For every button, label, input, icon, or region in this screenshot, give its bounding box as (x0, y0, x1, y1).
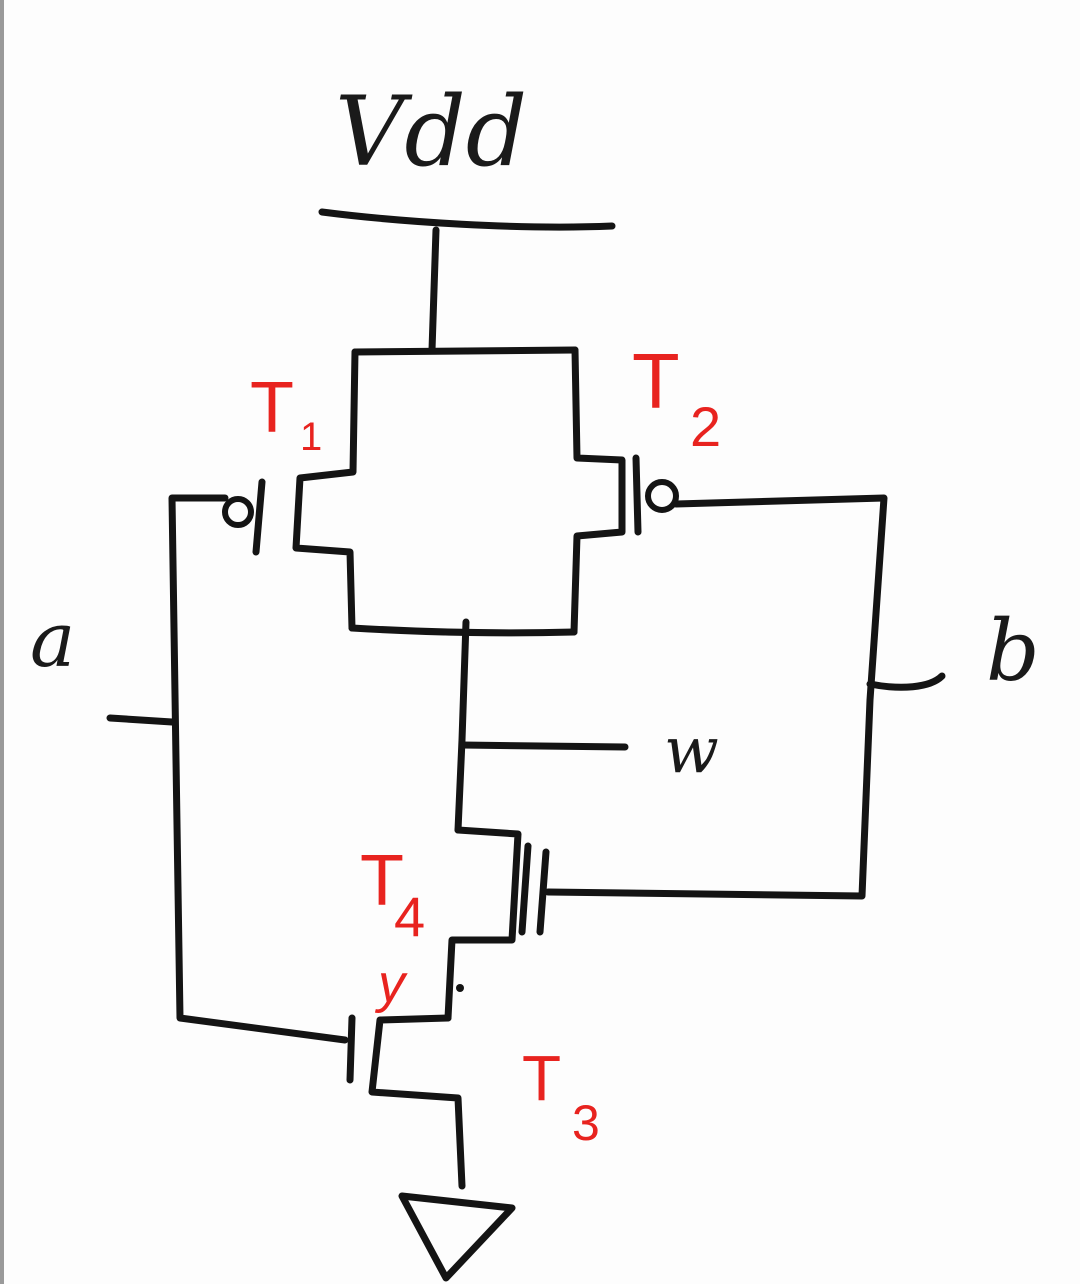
a-input-label: a (30, 595, 75, 684)
t3-channel (368, 1014, 466, 1190)
t1-gate-plate (252, 478, 266, 556)
t1-subscript: 1 (300, 415, 322, 459)
paper-left-edge (0, 0, 4, 1284)
t2-gate-plate (632, 454, 642, 536)
t2-subscript: 2 (690, 395, 721, 458)
t1-channel (292, 348, 359, 632)
t2-channel (570, 346, 626, 636)
t1-gate-bubble-icon (222, 496, 254, 528)
b-input-stub (866, 672, 946, 691)
w-output-label: w (664, 714, 719, 788)
vdd-rail (318, 208, 616, 231)
a-input-stub (106, 714, 176, 726)
b-input-label: b (986, 602, 1040, 700)
node-w-vertical-wire (454, 618, 470, 834)
pmos-bottom-bus (348, 624, 578, 637)
t1-label: T (250, 368, 294, 448)
t4-channel (444, 826, 522, 1022)
t4-gate-plate-inner (518, 842, 532, 936)
t2-label: T (632, 337, 680, 425)
t3-annotation: T 3 (522, 1042, 600, 1151)
vdd-drop-wire (428, 226, 440, 354)
vdd-label: Vdd (335, 76, 527, 188)
t4-gate-plate-outer (536, 848, 550, 936)
y-node-label: y (374, 954, 408, 1014)
t4-annotation: T 4 (360, 841, 425, 948)
t2-annotation: T 2 (632, 337, 721, 458)
b-input-wire (544, 494, 888, 900)
ground-icon (398, 1192, 516, 1282)
t4-subscript: 4 (394, 885, 425, 948)
t1-annotation: T 1 (250, 368, 322, 459)
node-y-dot (456, 984, 464, 992)
a-input-wire (168, 494, 349, 1044)
t3-label: T (522, 1042, 561, 1114)
t3-subscript: 3 (572, 1095, 600, 1151)
pmos-top-bus (351, 346, 579, 356)
node-w-output-wire (458, 741, 629, 751)
t3-gate-plate (346, 1014, 356, 1084)
t4-label: T (360, 841, 404, 921)
t2-gate-bubble-icon (645, 479, 679, 513)
